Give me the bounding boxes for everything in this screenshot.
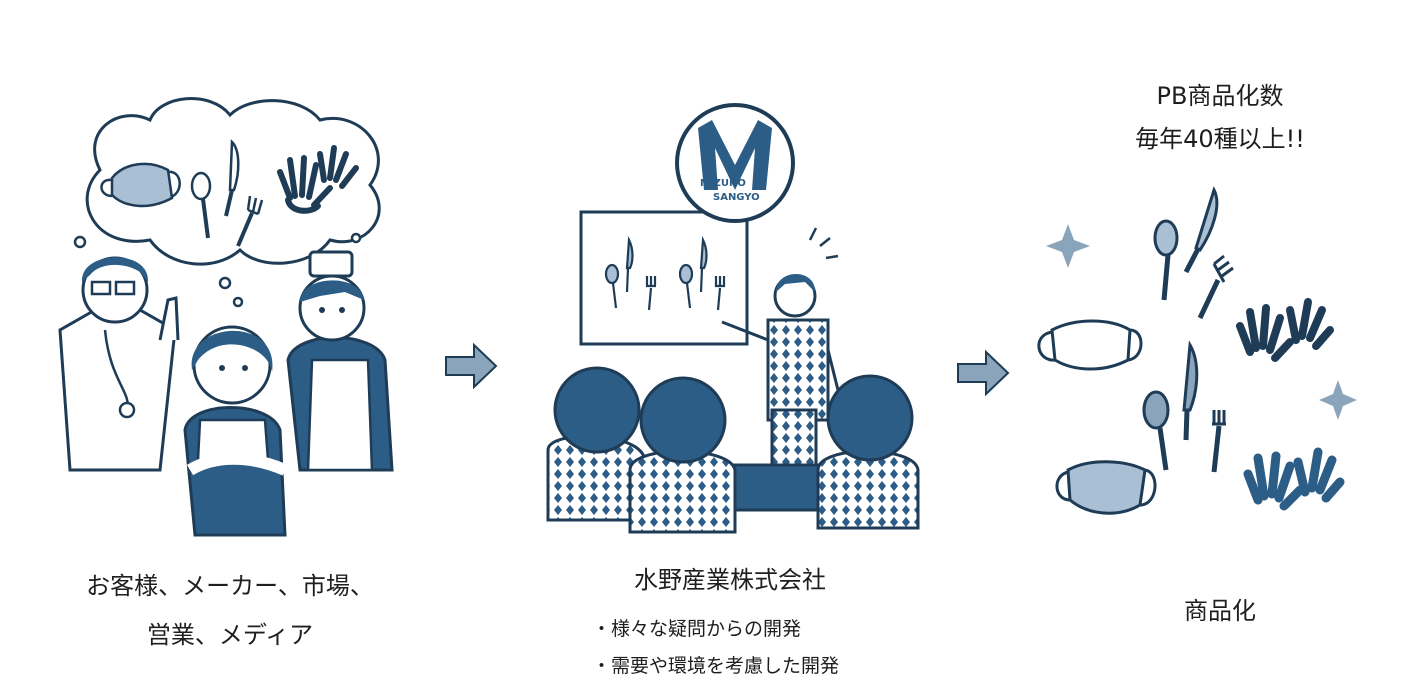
bullet-item: ・様々な疑問からの開発 bbox=[592, 618, 802, 640]
step1-caption-line2: 営業、メディア bbox=[146, 620, 314, 649]
mask-icon bbox=[1055, 460, 1157, 515]
step2-illustration: MIZUNO SANGYO bbox=[546, 103, 920, 534]
glove-icon bbox=[1236, 298, 1334, 362]
doctor-figure bbox=[58, 256, 180, 472]
step3-heading: PB商品化数 毎年40種以上!! bbox=[1080, 82, 1360, 154]
bullet-item: ・需要や環境を考慮した開発 bbox=[592, 654, 840, 677]
company-name: 水野産業株式会社 bbox=[634, 566, 826, 594]
glove-icon bbox=[277, 145, 359, 214]
pb-count-label: PB商品化数 bbox=[1156, 82, 1284, 110]
cook-figure bbox=[286, 250, 394, 472]
logo-line1: MIZUNO bbox=[700, 178, 746, 189]
fork-icon bbox=[236, 195, 264, 247]
knife-icon bbox=[224, 139, 240, 217]
sparkle-icon bbox=[1319, 380, 1357, 420]
mask-icon bbox=[1037, 319, 1143, 371]
step3-caption: 商品化 bbox=[1184, 597, 1256, 625]
step3-illustration bbox=[1037, 186, 1357, 515]
step1-caption-line1: お客様、メーカー、市場、 bbox=[86, 572, 374, 600]
step1-illustration bbox=[58, 97, 394, 537]
mask-icon bbox=[100, 162, 181, 208]
step2-bullets: ・様々な疑問からの開発 ・需要や環境を考慮した開発 bbox=[592, 618, 839, 678]
audience-figures bbox=[546, 366, 920, 534]
woman-figure bbox=[183, 325, 288, 537]
arrow-right-icon bbox=[445, 342, 498, 390]
step1-caption: お客様、メーカー、市場、 営業、メディア bbox=[40, 572, 420, 650]
logo-line2: SANGYO bbox=[713, 192, 760, 203]
arrow-right-icon bbox=[957, 349, 1010, 397]
pb-count-value: 毎年40種以上!! bbox=[1135, 124, 1305, 153]
glove-icon bbox=[1243, 447, 1345, 511]
spoon-icon bbox=[190, 171, 212, 239]
sparkle-icon bbox=[1046, 224, 1090, 268]
logo-m-icon: MIZUNO SANGYO bbox=[675, 103, 795, 223]
